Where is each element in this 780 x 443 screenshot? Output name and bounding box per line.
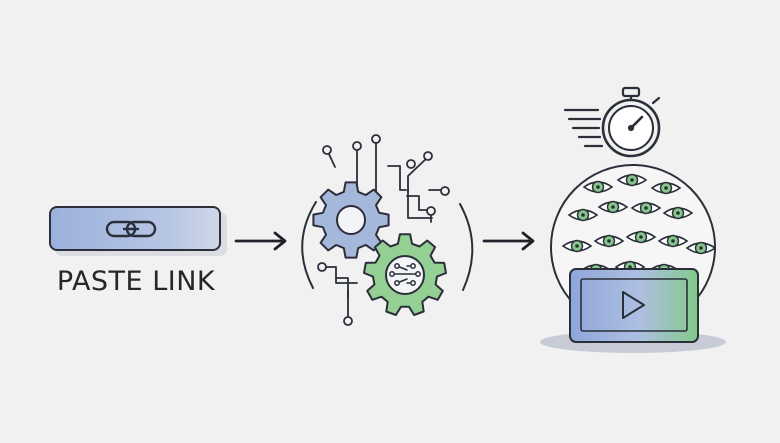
eyes-group xyxy=(561,173,715,277)
eye-icon xyxy=(616,173,648,187)
circuit-nodes xyxy=(317,134,450,326)
eye-icon xyxy=(625,230,657,244)
processing-step xyxy=(301,134,474,326)
eye-icon xyxy=(685,241,715,255)
gear-blue-icon xyxy=(312,181,390,259)
eye-icon xyxy=(650,181,682,195)
play-icon[interactable] xyxy=(622,291,645,319)
eye-icon xyxy=(662,206,694,220)
arrow-right-icon xyxy=(482,231,535,251)
video-thumbnail[interactable] xyxy=(569,268,699,343)
stopwatch-icon xyxy=(563,86,661,158)
circuit-lines xyxy=(324,140,444,319)
eye-icon xyxy=(630,201,662,215)
result-step xyxy=(540,86,726,353)
eye-icon xyxy=(657,234,689,248)
eye-icon xyxy=(567,208,599,222)
eye-icon xyxy=(582,180,614,194)
eye-icon xyxy=(597,200,629,214)
bracket-icon xyxy=(301,201,474,291)
arrow-right-icon xyxy=(234,231,287,251)
paste-link-step xyxy=(49,206,227,256)
eye-icon xyxy=(561,239,593,253)
paste-link-label: PASTE LINK xyxy=(56,266,216,297)
link-icon xyxy=(105,220,157,238)
video-card xyxy=(569,268,699,343)
eye-icon xyxy=(593,234,625,248)
chip-icon xyxy=(389,263,421,286)
